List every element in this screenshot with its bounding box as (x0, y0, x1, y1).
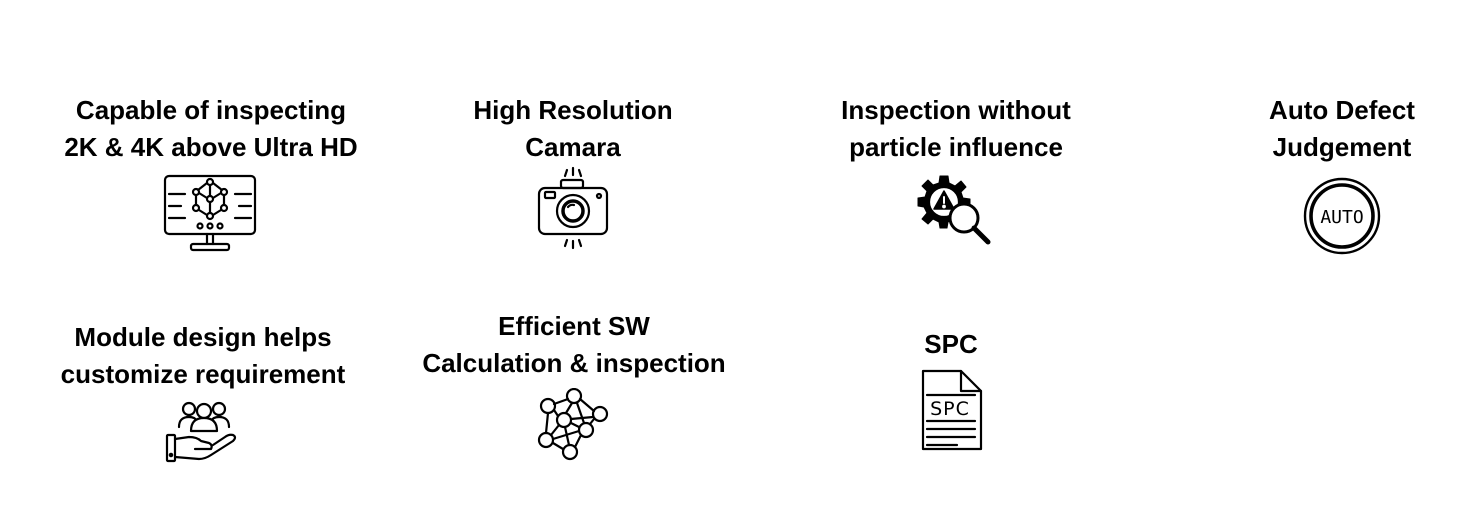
feature-title: Auto Defect Judgement (1269, 95, 1415, 162)
feature-title: SPC (924, 329, 978, 359)
feature-title: Inspection without particle influence (841, 95, 1071, 162)
feature-title: Efficient SW Calculation & inspection (422, 311, 726, 378)
feature-title: Capable of inspecting 2K & 4K above Ultr… (64, 95, 358, 162)
camera-icon (533, 166, 613, 252)
feature-ultra-hd: Capable of inspecting 2K & 4K above Ultr… (51, 92, 371, 254)
svg-text:AUTO: AUTO (1320, 207, 1363, 228)
hand-people-icon (163, 397, 243, 469)
feature-auto-defect-judgement: Auto Defect Judgement AUTO (1192, 92, 1465, 256)
feature-title: Module design helps customize requiremen… (60, 322, 346, 389)
feature-high-resolution-camera: High Resolution Camara (423, 92, 723, 252)
auto-badge-icon: AUTO (1302, 176, 1382, 256)
monitor-network-icon (163, 174, 259, 254)
feature-spc: SPC SPC (851, 326, 1051, 453)
gear-magnifier-warning-icon (916, 174, 996, 250)
feature-title: High Resolution Camara (473, 95, 673, 162)
feature-efficient-sw: Efficient SW Calculation & inspection (411, 308, 737, 462)
svg-text:SPC: SPC (930, 398, 970, 420)
feature-particle-inspection: Inspection without particle influence (806, 92, 1106, 250)
spc-document-icon: SPC (917, 367, 985, 453)
node-network-icon (534, 388, 614, 462)
feature-module-design: Module design helps customize requiremen… (43, 319, 363, 469)
